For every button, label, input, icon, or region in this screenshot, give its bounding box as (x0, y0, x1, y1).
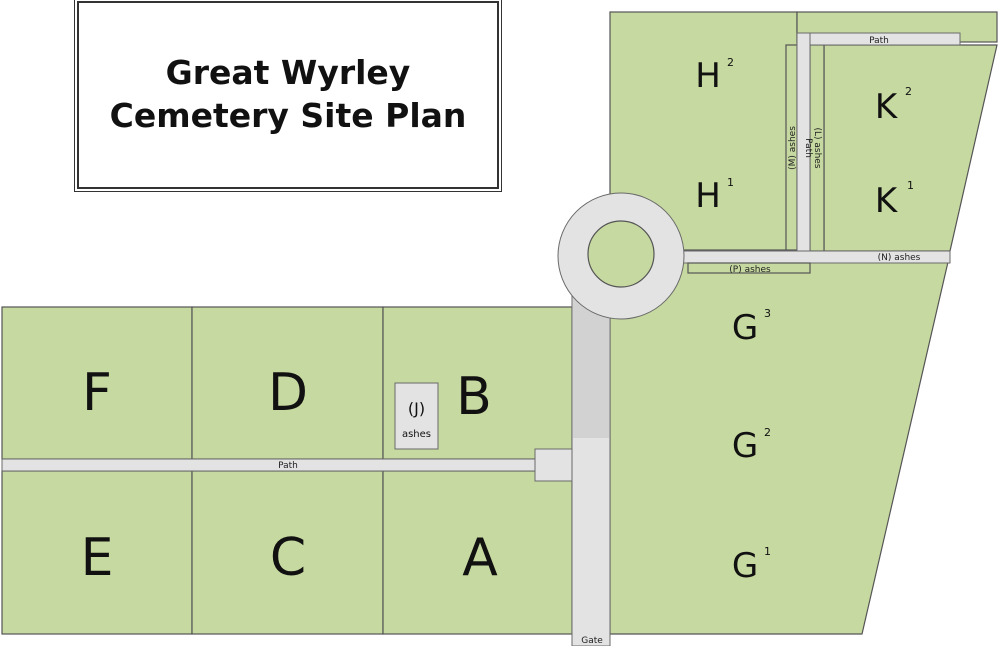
title-box: Great Wyrley Cemetery Site Plan (74, 0, 502, 192)
l-ashes-label: (L) ashes (812, 127, 822, 168)
section-k2-label: K (875, 87, 899, 127)
section-d[interactable] (191, 306, 384, 460)
vertical-path-label: Path (803, 138, 813, 158)
main-path-label: Path (278, 461, 298, 471)
path-junction (534, 448, 576, 482)
section-g[interactable] (609, 261, 949, 635)
section-k2-number: 2 (905, 85, 912, 98)
section-g3-number: 3 (764, 307, 771, 320)
ashes-plot-j[interactable] (394, 382, 439, 450)
section-c[interactable] (191, 470, 384, 635)
section-h1-number: 1 (727, 176, 734, 189)
p-ashes-label: (P) ashes (729, 265, 771, 275)
section-b-label: B (456, 367, 492, 427)
section-g1-number: 1 (764, 545, 771, 558)
section-c-label: C (270, 528, 306, 588)
top-path-label: Path (869, 36, 889, 46)
main-path (1, 458, 539, 472)
section-h2-number: 2 (727, 56, 734, 69)
title-line-1: Great Wyrley (165, 53, 411, 93)
section-a-label: A (462, 528, 498, 588)
section-g3-label: G (732, 308, 758, 348)
section-f-label: F (82, 363, 112, 423)
section-a[interactable] (382, 470, 573, 635)
gate-label: Gate (581, 636, 603, 646)
section-g1-label: G (732, 546, 758, 586)
ashes-plot-j-label: (J) (408, 399, 425, 418)
section-k[interactable] (823, 44, 998, 252)
section-h2-label: H (695, 56, 721, 96)
n-ashes-label: (N) ashes (878, 253, 921, 263)
m-ashes-label: (M) ashes (788, 126, 798, 170)
section-k1-label: K (875, 181, 899, 221)
section-e[interactable] (1, 470, 193, 635)
title-line-2: Cemetery Site Plan (109, 96, 467, 135)
section-d-label: D (268, 363, 308, 423)
section-h1-label: H (695, 176, 721, 216)
section-g2-label: G (732, 426, 758, 466)
ashes-plot-j-sub: ashes (402, 429, 431, 440)
section-e-label: E (81, 528, 114, 588)
roundabout-centre (587, 220, 655, 288)
section-k1-number: 1 (907, 179, 914, 192)
p-ashes-strip (687, 262, 811, 274)
section-g2-number: 2 (764, 426, 771, 439)
